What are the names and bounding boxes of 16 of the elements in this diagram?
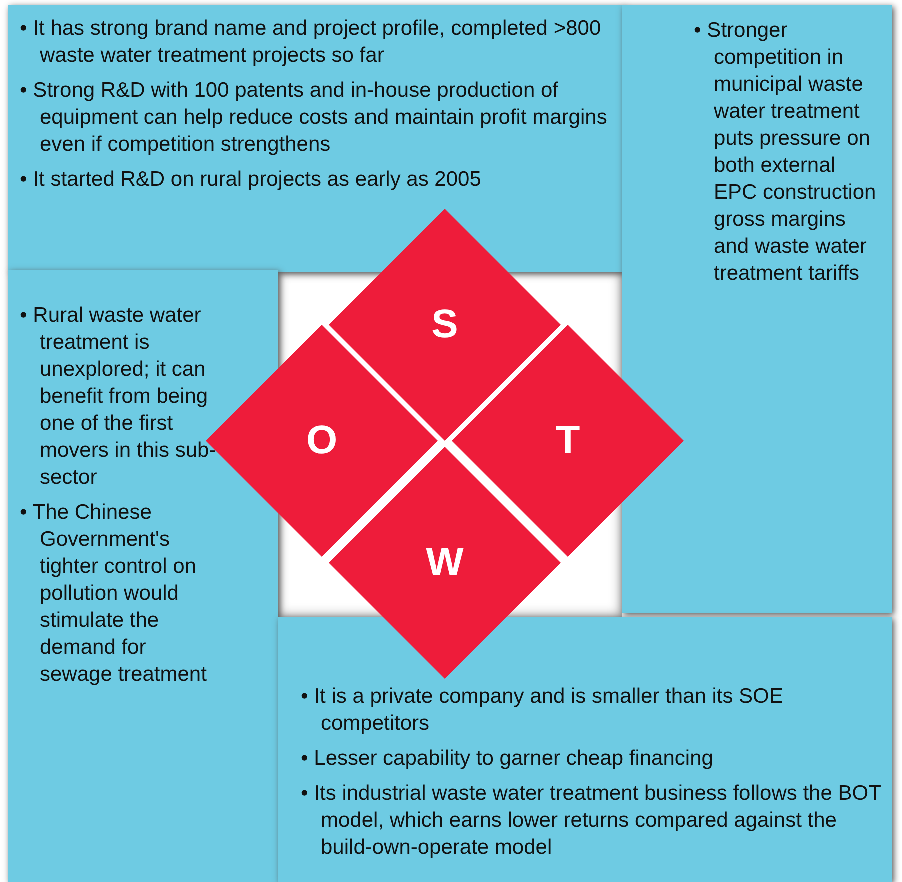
bullet-point: • Lesser capability to garner cheap financing xyxy=(301,746,714,772)
swot-panel xyxy=(8,270,278,882)
quadrant-letter: W xyxy=(425,540,465,586)
bullet-point: • It is a private company and is smaller than its SOE competitors xyxy=(301,684,784,737)
swot-panel xyxy=(278,617,892,882)
quadrant-letter: S xyxy=(430,302,460,348)
bullet-point: • Its industrial waste water treatment business follows the BOT model, which earns lower returns compared against the build-own-operate model xyxy=(301,781,882,861)
bullet-point: • It started R&D on rural projects as early as 2005 xyxy=(20,167,482,193)
bullet-point: • Rural waste water treatment is unexplored; it can benefit from being one of the first movers in this sub-sector xyxy=(20,303,218,491)
swot-panel xyxy=(622,5,892,613)
bullet-point: • The Chinese Government's tighter control on pollution would stimulate the demand for sewage treatment xyxy=(20,500,208,688)
bullet-point: • It has strong brand name and project profile, completed >800 waste water treatment projects so far xyxy=(20,16,602,69)
bullet-point: • Strong R&D with 100 patents and in-house production of equipment can help reduce costs and maintain profit margins even if competition strengthens xyxy=(20,78,608,158)
quadrant-letter: T xyxy=(554,418,582,464)
bullet-point: • Stronger competition in municipal waste water treatment puts pressure on both external EPC construction gross margins and waste water treatment tariffs xyxy=(694,18,878,287)
swot-panel xyxy=(8,5,624,272)
